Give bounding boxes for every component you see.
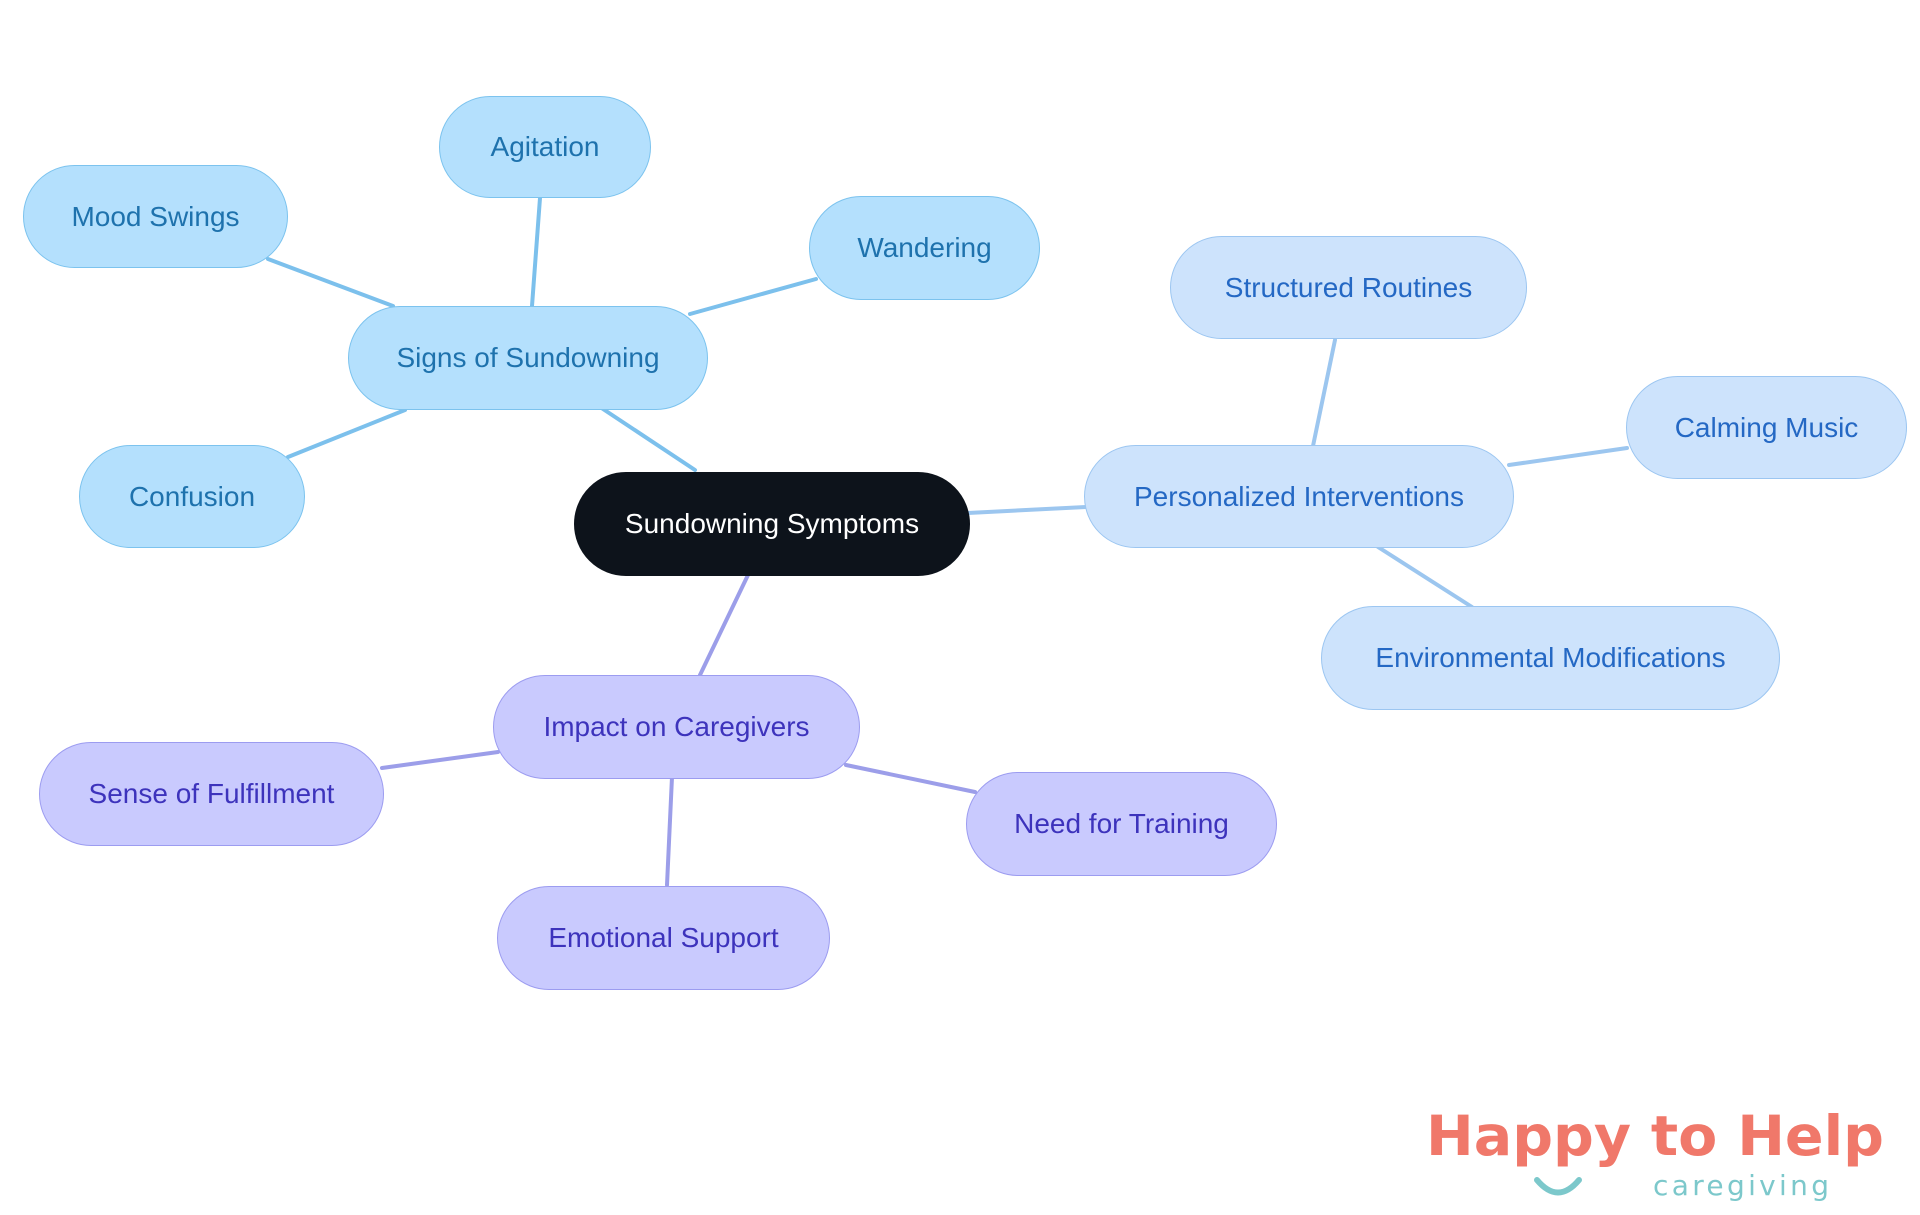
edge-signs-agitation <box>530 196 542 308</box>
leaf-node-agitation: Agitation <box>439 96 651 198</box>
leaf-node-sense-of-fulfillment: Sense of Fulfillment <box>39 742 384 846</box>
edge-signs-mood-swings <box>266 257 395 308</box>
edge-interventions-routines <box>1311 338 1337 448</box>
leaf-node-structured-routines: Structured Routines <box>1170 236 1527 339</box>
branch-node-personalized-interventions: Personalized Interventions <box>1084 445 1514 548</box>
root-node: Sundowning Symptoms <box>574 472 970 576</box>
leaf-node-mood-swings: Mood Swings <box>23 165 288 268</box>
leaf-node-need-for-training: Need for Training <box>966 772 1277 876</box>
branch-node-signs-of-sundowning: Signs of Sundowning <box>348 306 708 410</box>
leaf-node-calming-music: Calming Music <box>1626 376 1907 479</box>
edge-caregivers-emotional <box>665 775 674 887</box>
edge-interventions-environment <box>1376 545 1474 609</box>
edge-signs-wandering <box>688 277 818 316</box>
edge-caregivers-training <box>844 763 977 794</box>
edge-root-caregivers <box>698 573 750 677</box>
edge-signs-confusion <box>286 408 407 459</box>
edge-interventions-music <box>1507 446 1629 467</box>
edge-caregivers-fulfillment <box>380 750 500 770</box>
leaf-node-wandering: Wandering <box>809 196 1040 300</box>
logo-tagline: caregiving <box>1653 1169 1833 1202</box>
edge-root-signs <box>598 405 697 472</box>
leaf-node-environmental-modifications: Environmental Modifications <box>1321 606 1780 710</box>
edge-root-interventions <box>966 505 1088 515</box>
leaf-node-emotional-support: Emotional Support <box>497 886 830 990</box>
logo-wordmark: Happy to Help <box>1426 1108 1884 1168</box>
branch-node-impact-on-caregivers: Impact on Caregivers <box>493 675 860 779</box>
leaf-node-confusion: Confusion <box>79 445 305 548</box>
smile-icon <box>1534 1177 1582 1196</box>
happy-to-help-logo: Happy to Help caregiving <box>1426 1108 1884 1202</box>
